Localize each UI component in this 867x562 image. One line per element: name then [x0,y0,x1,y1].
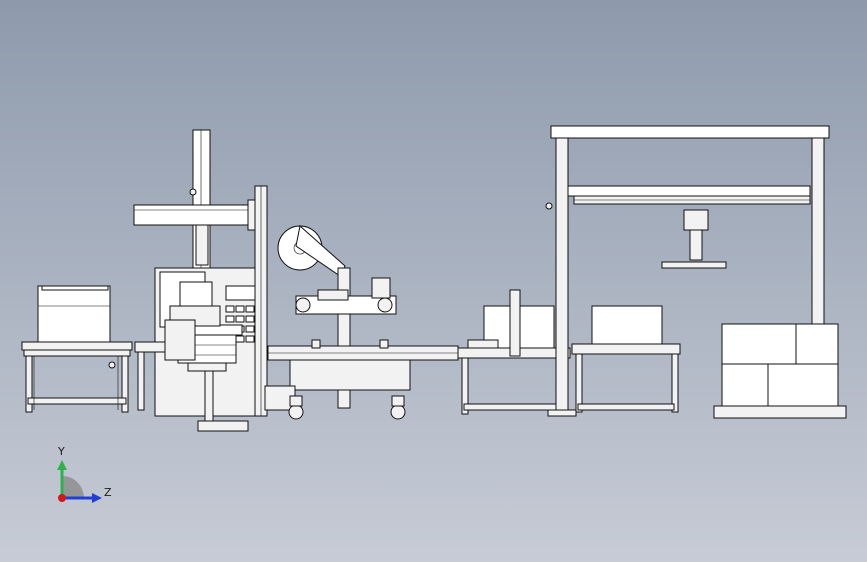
triad-z-arrow [92,493,102,503]
triad-x-origin [58,494,66,502]
bowl-feeder[interactable] [134,305,249,432]
triad-y-label: Y [57,445,65,458]
pallet-stack[interactable] [713,323,847,419]
triad-quadrant [62,476,84,498]
right-conveyor-station[interactable] [571,305,681,413]
triad-z-label: Z [104,486,112,499]
left-conveyor-station[interactable] [21,285,133,413]
middle-conveyor-station[interactable] [457,289,571,415]
labeling-conveyor[interactable] [264,339,459,420]
coordinate-triad: Y Z [57,445,112,503]
palletizing-gantry[interactable] [545,125,830,417]
triad-y-arrow [57,460,67,470]
left-gantry-boom[interactable] [133,129,257,269]
